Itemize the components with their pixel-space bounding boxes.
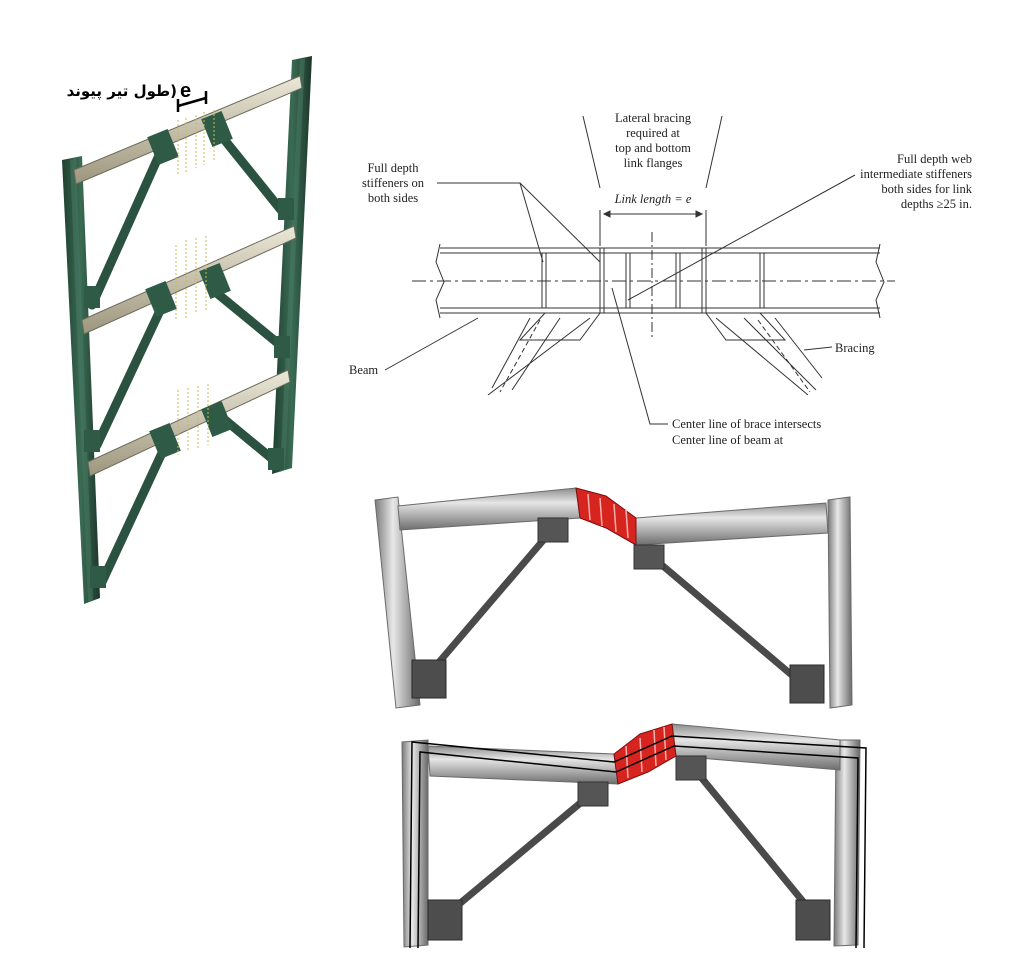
label-web-stiffeners-1: Full depth web bbox=[897, 152, 972, 166]
leader-lines bbox=[384, 115, 856, 425]
link-length-symbol: e bbox=[180, 80, 191, 102]
detail-labels: Lateral bracing required at top and bott… bbox=[349, 111, 973, 447]
link-length-marker bbox=[176, 91, 208, 112]
link-length-caption: (طول تیر پیوند bbox=[67, 82, 177, 101]
label-beam: Beam bbox=[349, 363, 378, 377]
label-lateral-bracing-4: link flanges bbox=[624, 156, 683, 170]
label-stiffeners-2: stiffeners on bbox=[362, 176, 425, 190]
gusset-plates bbox=[84, 110, 294, 588]
link-segment-red-2 bbox=[613, 723, 677, 785]
deformed-frame-render-1 bbox=[374, 487, 853, 709]
frame-columns bbox=[62, 56, 312, 604]
link-zone-markers bbox=[175, 110, 215, 455]
label-center-line-2: Center line of beam at bbox=[672, 433, 784, 447]
label-lateral-bracing-3: top and bottom bbox=[615, 141, 691, 155]
frame-beams bbox=[73, 75, 303, 477]
eccentric-frame-3d: e (طول تیر پیوند bbox=[62, 56, 312, 604]
label-link-length: Link length = e bbox=[614, 192, 692, 206]
detail-braces bbox=[487, 312, 823, 396]
label-lateral-bracing-2: required at bbox=[626, 126, 680, 140]
label-web-stiffeners-2: intermediate stiffeners bbox=[860, 167, 972, 181]
label-web-stiffeners-4: depths ≥25 in. bbox=[901, 197, 972, 211]
link-detail-drawing bbox=[384, 115, 895, 425]
label-stiffeners-1: Full depth bbox=[367, 161, 419, 175]
label-center-line-1: Center line of brace intersects bbox=[672, 417, 821, 431]
label-web-stiffeners-3: both sides for link bbox=[881, 182, 972, 196]
label-stiffeners-3: both sides bbox=[368, 191, 418, 205]
frame-braces bbox=[87, 123, 290, 587]
undeformed-outline bbox=[409, 735, 867, 949]
label-lateral-bracing-1: Lateral bracing bbox=[615, 111, 692, 125]
deformed-frame-render-2 bbox=[401, 723, 867, 949]
label-bracing: Bracing bbox=[835, 341, 875, 355]
